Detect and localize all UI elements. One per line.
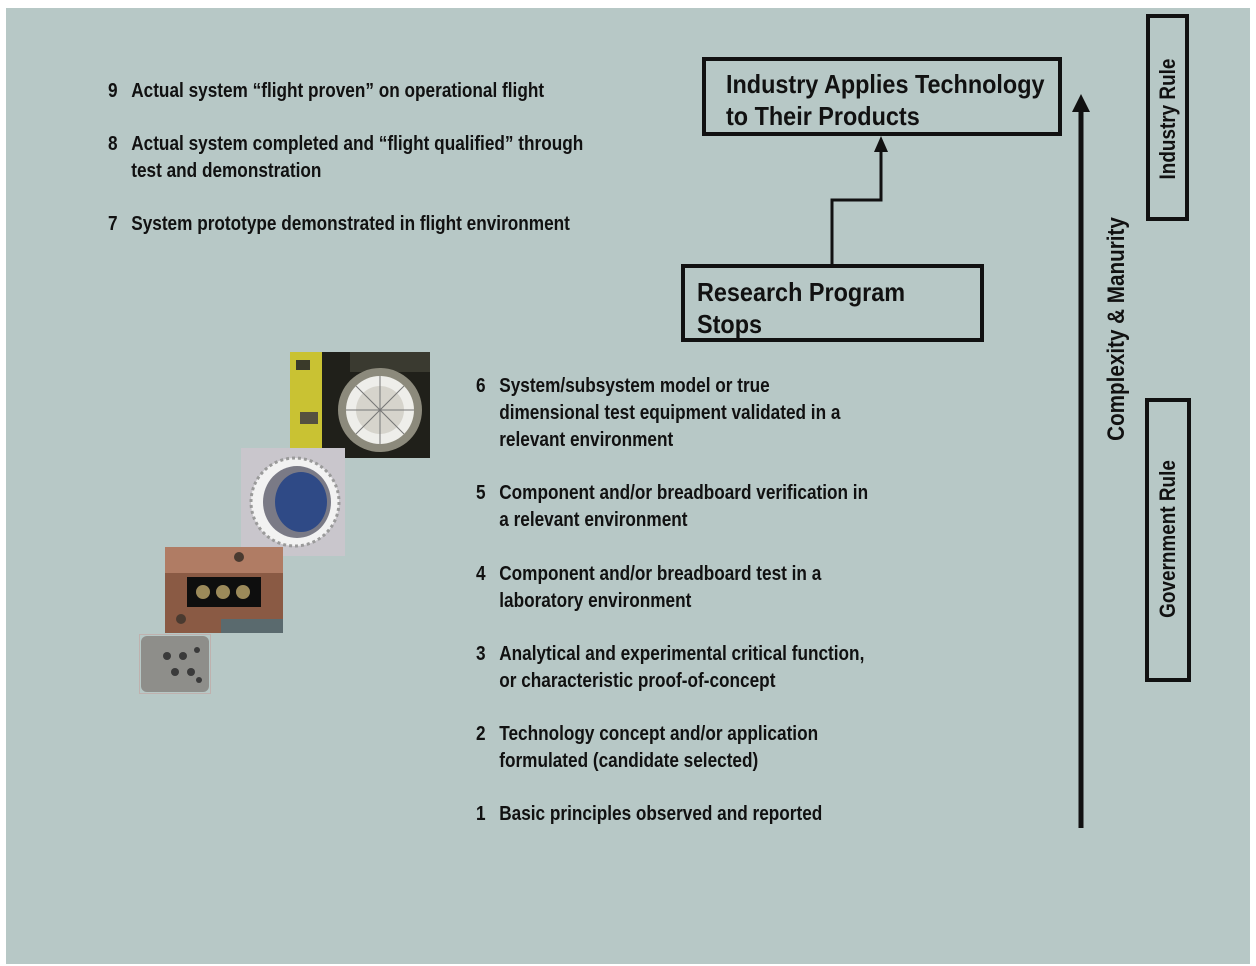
level-text: relevant environment <box>499 429 674 451</box>
level-number: 5 <box>476 482 486 504</box>
complexity-axis-label: Complexity & Manurity <box>1103 217 1130 441</box>
industry-rule-box <box>1146 14 1189 221</box>
level-number: 6 <box>476 375 486 397</box>
level-number: 9 <box>108 80 118 102</box>
level-text: Actual system completed and “flight qual… <box>131 133 584 155</box>
level-text: laboratory environment <box>499 590 692 612</box>
level-text: Technology concept and/or application <box>499 723 819 745</box>
connector-line <box>830 150 883 264</box>
level-text: System prototype demonstrated in flight … <box>131 213 570 235</box>
industry-applies-box: Industry Applies Technology to Their Pro… <box>702 57 1062 136</box>
hardware-photo-2 <box>241 448 345 556</box>
level-number: 3 <box>476 643 486 665</box>
box-line: Research Program <box>697 277 906 307</box>
level-number: 1 <box>476 803 486 825</box>
level-text: dimensional test equipment validated in … <box>499 402 841 424</box>
connector-arrowhead <box>874 136 888 152</box>
hardware-photo-4 <box>139 634 211 694</box>
box-line: to Their Products <box>726 101 920 131</box>
level-text: Basic principles observed and reported <box>499 803 823 825</box>
level-text: Component and/or breadboard test in a <box>499 563 822 585</box>
research-stops-box: Research Program Stops <box>681 264 984 342</box>
level-text: a relevant environment <box>499 509 688 531</box>
government-rule-label: Government Rule <box>1155 460 1180 618</box>
level-number: 8 <box>108 133 118 155</box>
industry-rule-label: Industry Rule <box>1155 58 1180 180</box>
complexity-arrowhead <box>1072 94 1090 112</box>
level-number: 2 <box>476 723 486 745</box>
diagram-panel <box>6 8 1250 964</box>
level-text: Analytical and experimental critical fun… <box>499 643 865 665</box>
level-text: Component and/or breadboard verification… <box>499 482 869 504</box>
level-text: test and demonstration <box>131 160 322 182</box>
level-number: 4 <box>476 563 486 585</box>
hardware-photo-3 <box>165 547 283 633</box>
level-text: Actual system “flight proven” on operati… <box>131 80 545 102</box>
level-text: or characteristic proof-of-concept <box>499 670 776 692</box>
level-text: formulated (candidate selected) <box>499 750 759 772</box>
level-number: 7 <box>108 213 118 235</box>
box-line: Stops <box>697 309 763 339</box>
box-line: Industry Applies Technology <box>726 69 1045 99</box>
government-rule-box <box>1145 398 1191 682</box>
hardware-photo-1 <box>290 352 430 458</box>
level-text: System/subsystem model or true <box>499 375 770 397</box>
